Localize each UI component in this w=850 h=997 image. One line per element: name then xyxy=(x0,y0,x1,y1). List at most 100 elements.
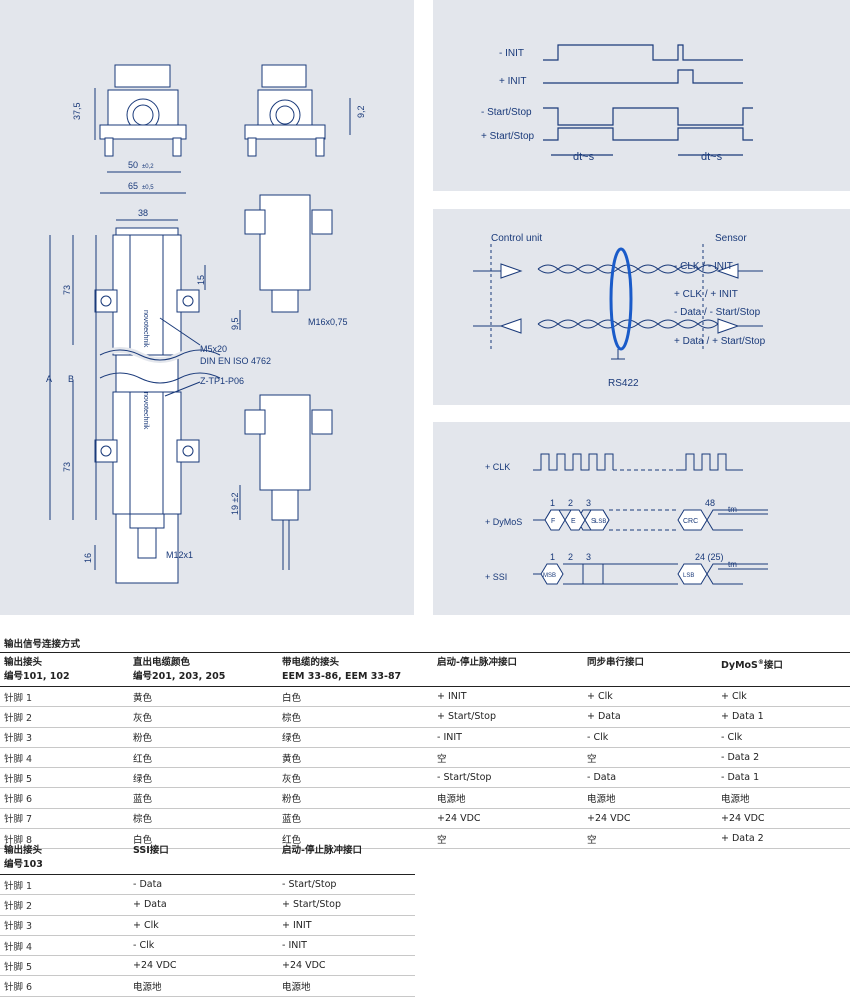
table2-header-row: 输出接头编号103 SSI接口 启动-停止脉冲接口 xyxy=(0,841,415,875)
table-cell: + INIT xyxy=(433,686,583,708)
pin-cell: 针脚 5 xyxy=(0,955,129,977)
signal-dymos: + DyMoS xyxy=(485,517,522,527)
table-cell: 电源地 xyxy=(278,975,415,997)
pin-cell: 针脚 5 xyxy=(0,767,129,789)
table-cell: 空 xyxy=(583,828,717,850)
table-cell: 空 xyxy=(433,747,583,769)
table-cell: 棕色 xyxy=(278,706,433,728)
table-cell: +24 VDC xyxy=(129,955,278,977)
table-cell: 电源地 xyxy=(433,787,583,809)
ssi-num-1: 1 xyxy=(550,552,555,562)
ssi-num-2: 2 xyxy=(568,552,573,562)
dim-M16x0-75: M16x0,75 xyxy=(308,317,348,327)
table1-title: 输出信号连接方式 xyxy=(0,634,850,653)
callout-ztp: Z-TP1-P06 xyxy=(200,376,244,386)
table-cell: 棕色 xyxy=(129,808,278,830)
table-cell: 红色 xyxy=(129,747,278,769)
table-cell: - Data xyxy=(583,767,717,789)
dim-73-lower: 73 xyxy=(62,462,72,472)
mechanical-drawing: 37,5 9,2 50 ±0,2 65 ±0,5 38 73 73 15 9,5… xyxy=(46,64,366,584)
dymos-num-3: 3 xyxy=(586,498,591,508)
table-cell: +24 VDC xyxy=(278,955,415,977)
table-cell: - Start/Stop xyxy=(433,767,583,789)
signal-neg-init: - INIT xyxy=(499,48,524,59)
dim-16: 16 xyxy=(83,553,93,563)
rs422-svg: Control unit Sensor - CLK / - INIT + CLK… xyxy=(473,233,766,389)
callout-din: DIN EN ISO 4762 xyxy=(200,356,271,366)
dim-37-5: 37,5 xyxy=(72,102,82,120)
table-cell: 粉色 xyxy=(278,787,433,809)
dymos-cell-crc: CRC xyxy=(683,518,698,525)
pin-cell: 针脚 6 xyxy=(0,787,129,809)
table-cell: 黄色 xyxy=(278,747,433,769)
signal-ssi: + SSI xyxy=(485,572,507,582)
pinout-table-1: 输出信号连接方式 输出接头编号101, 102 直出电缆颜色编号201, 203… xyxy=(0,634,850,850)
table-cell: - Data xyxy=(129,874,278,896)
dim-65-tol: ±0,5 xyxy=(142,185,154,191)
table-cell: + Clk xyxy=(583,686,717,708)
table1-header-cable-color: 直出电缆颜色编号201, 203, 205 xyxy=(129,652,278,687)
table-cell: - Clk xyxy=(583,727,717,748)
dim-50: 50 xyxy=(128,160,138,170)
table-cell: 绿色 xyxy=(129,767,278,789)
pinout-table-2: 输出接头编号103 SSI接口 启动-停止脉冲接口 针脚 1- Data- St… xyxy=(0,841,415,997)
dim-65: 65 xyxy=(128,181,138,191)
dim-M12x1: M12x1 xyxy=(166,550,193,560)
table-cell: - INIT xyxy=(433,727,583,748)
pin-cell: 针脚 2 xyxy=(0,706,129,728)
pin-cell: 针脚 4 xyxy=(0,747,129,769)
table-cell: 蓝色 xyxy=(278,808,433,830)
dt-label-1: dt~s xyxy=(573,151,595,163)
table1-header-dymos: DyMoS®接口 xyxy=(717,652,850,687)
table-cell: 电源地 xyxy=(129,975,278,997)
table-cell: 电源地 xyxy=(583,787,717,809)
line-clk-neg: - CLK / - INIT xyxy=(674,261,733,272)
table-cell: + Start/Stop xyxy=(433,706,583,728)
dymos-cell-f: F xyxy=(551,518,555,525)
pin-cell: 针脚 3 xyxy=(0,727,129,748)
table-cell: + Clk xyxy=(717,686,850,708)
pin-cell: 针脚 4 xyxy=(0,935,129,957)
table2-header-ssi: SSI接口 xyxy=(129,841,278,875)
dim-9-2: 9,2 xyxy=(356,105,366,118)
rs422-panel: Control unit Sensor - CLK / - INIT + CLK… xyxy=(433,209,850,405)
pin-cell: 针脚 1 xyxy=(0,874,129,896)
table-cell: + Data 2 xyxy=(717,828,850,850)
table-cell: +24 VDC xyxy=(717,808,850,830)
dt-label-2: dt~s xyxy=(701,151,723,163)
table-cell: - Start/Stop xyxy=(278,874,415,896)
table-row: 针脚 4- Clk- INIT xyxy=(0,935,415,957)
dim-38: 38 xyxy=(138,208,148,218)
timing-diagram-serial: + CLK + DyMoS + SSI 1 2 3 48 F E S LSB C… xyxy=(433,422,850,615)
timing-start-stop-svg: - INIT + INIT - Start/Stop + Start/Stop … xyxy=(481,44,753,163)
ssi-cell-msb: MSB xyxy=(543,573,556,579)
timing-diagram-start-stop: - INIT + INIT - Start/Stop + Start/Stop … xyxy=(433,0,850,191)
table1-title-row: 输出信号连接方式 xyxy=(0,634,850,653)
pin-cell: 针脚 2 xyxy=(0,894,129,916)
mechanical-drawing-panel: 37,5 9,2 50 ±0,2 65 ±0,5 38 73 73 15 9,5… xyxy=(0,0,414,615)
table-cell: - Clk xyxy=(129,935,278,957)
table-cell: + Clk xyxy=(129,915,278,936)
control-unit-label: Control unit xyxy=(491,233,542,244)
dim-B: B xyxy=(68,374,74,384)
table-cell: + Data xyxy=(583,706,717,728)
ssi-tm: tm xyxy=(728,560,737,569)
pin-cell: 针脚 7 xyxy=(0,808,129,830)
line-clk-pos: + CLK / + INIT xyxy=(674,289,738,300)
table-cell: 粉色 xyxy=(129,727,278,748)
table-cell: - Clk xyxy=(717,727,850,748)
signal-pos-start-stop: + Start/Stop xyxy=(481,131,535,142)
table1-header-connector: 输出接头编号101, 102 xyxy=(0,652,129,687)
dymos-tm: tm xyxy=(728,505,737,514)
brand-label-upper: novotechnik xyxy=(142,310,149,348)
table2-header-connector: 输出接头编号103 xyxy=(0,841,129,875)
